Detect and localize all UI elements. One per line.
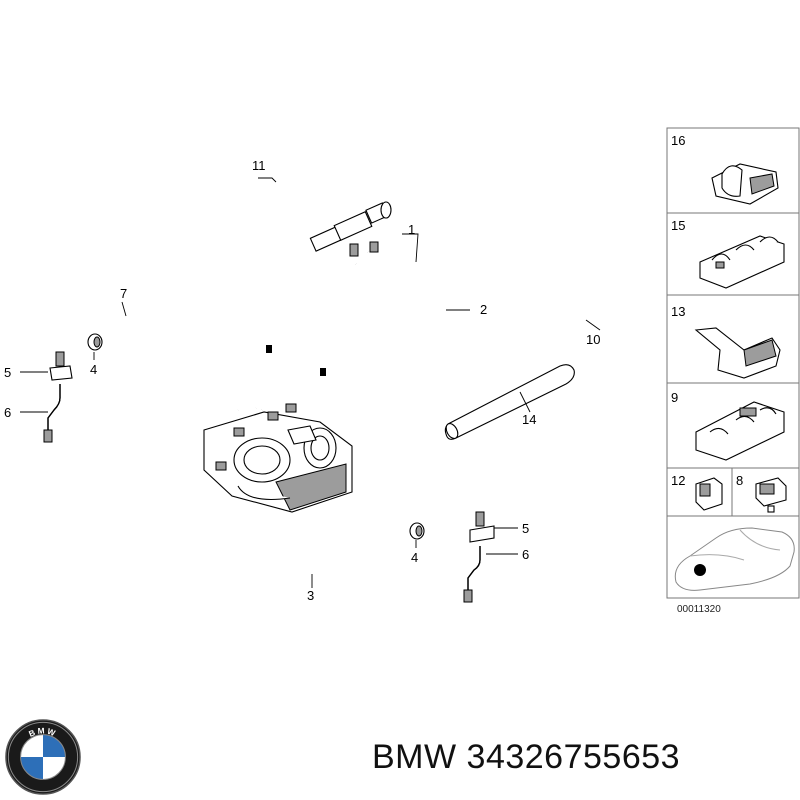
callout-6-left: 6 <box>4 405 11 420</box>
bracket-part-5 <box>49 351 495 543</box>
callout-7: 7 <box>120 286 127 301</box>
car-location-thumbnail <box>674 527 795 591</box>
clip-8 <box>755 477 787 513</box>
part-caption: BMW 34326755653 <box>372 738 680 777</box>
callout-6-right: 6 <box>522 547 529 562</box>
clip-15 <box>699 235 785 289</box>
panel-label-9: 9 <box>671 390 678 405</box>
brake-hose-part-6 <box>43 384 481 603</box>
panel-label-16: 16 <box>671 133 685 148</box>
callout-3: 3 <box>307 588 314 603</box>
brake-pipes <box>58 112 642 562</box>
clip-parts-panel: 16 15 13 9 12 8 <box>666 127 800 615</box>
protective-sleeve-part-14 <box>444 364 575 440</box>
panel-label-13: 13 <box>671 304 685 319</box>
clip-16 <box>711 163 779 205</box>
brand-name: BMW <box>372 738 457 776</box>
figure-number: 00011320 <box>677 604 721 615</box>
logo-ring-text: BMW <box>28 726 57 738</box>
clip-12 <box>695 477 723 511</box>
callout-labels: 11 1 2 7 10 14 5 6 4 5 6 4 3 <box>4 158 600 603</box>
leader-lines <box>20 177 601 588</box>
callout-11: 11 <box>252 158 266 173</box>
callout-4-right: 4 <box>411 550 418 565</box>
abs-hydraulic-unit <box>203 403 353 513</box>
bmw-logo: BMW <box>5 719 81 795</box>
callout-2: 2 <box>480 302 487 317</box>
callout-5-right: 5 <box>522 521 529 536</box>
grommet-part-4 <box>87 333 425 540</box>
part-number: 34326755653 <box>466 738 681 776</box>
panel-label-8: 8 <box>736 473 743 488</box>
master-cylinder-fitting <box>309 201 392 257</box>
callout-10: 10 <box>586 332 600 347</box>
panel-label-15: 15 <box>671 218 685 233</box>
callout-4-left: 4 <box>90 362 97 377</box>
callout-1: 1 <box>408 222 415 237</box>
panel-label-12: 12 <box>671 473 685 488</box>
callout-5-left: 5 <box>4 365 11 380</box>
callout-14: 14 <box>522 412 536 427</box>
clip-9 <box>695 401 785 461</box>
clip-13 <box>694 327 781 379</box>
svg-text:BMW: BMW <box>28 726 59 738</box>
